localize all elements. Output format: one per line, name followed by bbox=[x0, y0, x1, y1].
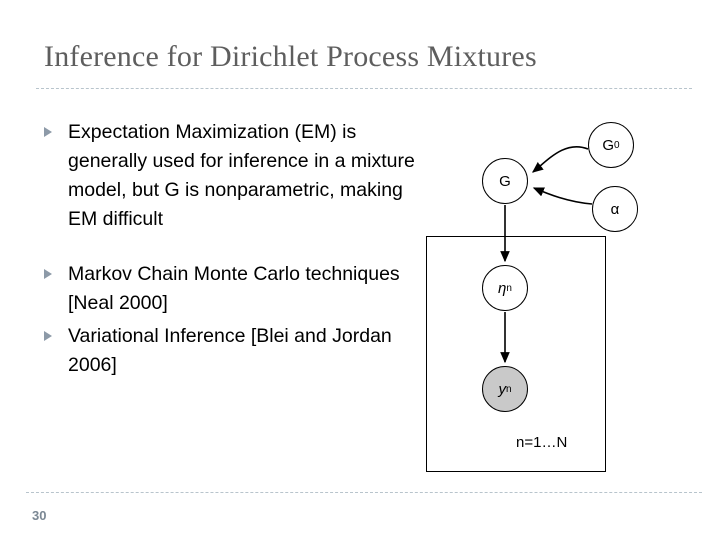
title-divider bbox=[36, 88, 692, 89]
node-eta-subscript: n bbox=[506, 282, 512, 294]
node-eta-label: η bbox=[498, 279, 507, 297]
plate-rectangle bbox=[426, 236, 606, 472]
node-y-label: y bbox=[498, 380, 506, 398]
node-g0-label: G bbox=[602, 136, 615, 154]
bullet-marker-icon bbox=[44, 331, 52, 341]
list-item-text: Expectation Maximization (EM) is general… bbox=[68, 121, 415, 230]
list-item: Expectation Maximization (EM) is general… bbox=[38, 118, 428, 234]
node-alpha: α bbox=[592, 186, 638, 232]
bullet-spacer bbox=[38, 238, 428, 260]
bullet-marker-icon bbox=[44, 127, 52, 137]
bullet-marker-icon bbox=[44, 269, 52, 279]
node-g-label: G bbox=[499, 172, 511, 190]
list-item: Variational Inference [Blei and Jordan 2… bbox=[38, 322, 428, 380]
list-item-text: Variational Inference [Blei and Jordan 2… bbox=[68, 325, 392, 376]
plate-arrows bbox=[500, 146, 593, 364]
page-number: 30 bbox=[32, 508, 47, 523]
list-item: Markov Chain Monte Carlo techniques [Nea… bbox=[38, 260, 428, 318]
node-alpha-label: α bbox=[610, 200, 620, 218]
page-title: Inference for Dirichlet Process Mixtures bbox=[44, 40, 537, 73]
node-g: G bbox=[482, 158, 528, 204]
bullet-list: Expectation Maximization (EM) is general… bbox=[38, 118, 428, 384]
node-g0-subscript: 0 bbox=[614, 139, 620, 151]
node-y-subscript: n bbox=[505, 383, 512, 395]
plate-label: n=1…N bbox=[516, 434, 568, 451]
footer-divider bbox=[26, 492, 702, 493]
list-item-text: Markov Chain Monte Carlo techniques [Nea… bbox=[68, 263, 400, 314]
